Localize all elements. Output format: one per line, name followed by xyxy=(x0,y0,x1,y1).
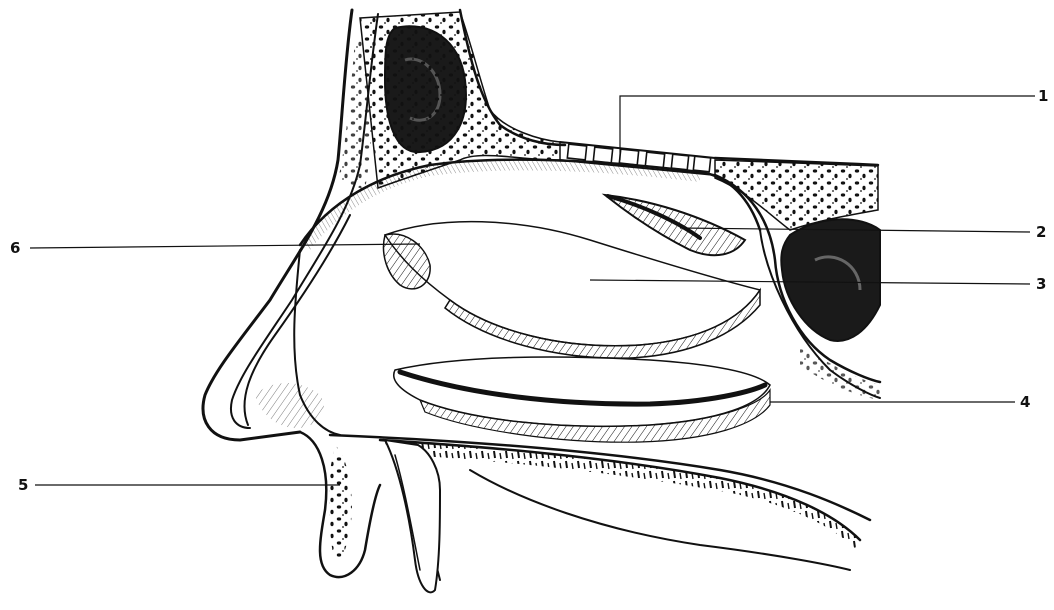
label-2: 2 xyxy=(1036,223,1046,241)
incisor-tooth xyxy=(385,440,440,592)
inferior-turbinate xyxy=(394,357,770,442)
leader-6 xyxy=(30,244,420,248)
label-4: 4 xyxy=(1020,393,1030,411)
nose-profile xyxy=(203,10,378,440)
superior-turbinate xyxy=(605,195,745,255)
label-3: 3 xyxy=(1036,275,1046,293)
upper-lip xyxy=(300,432,380,577)
label-5: 5 xyxy=(18,476,28,494)
label-6: 6 xyxy=(10,239,20,257)
label-1: 1 xyxy=(1038,87,1048,105)
leader-1 xyxy=(620,96,1035,160)
